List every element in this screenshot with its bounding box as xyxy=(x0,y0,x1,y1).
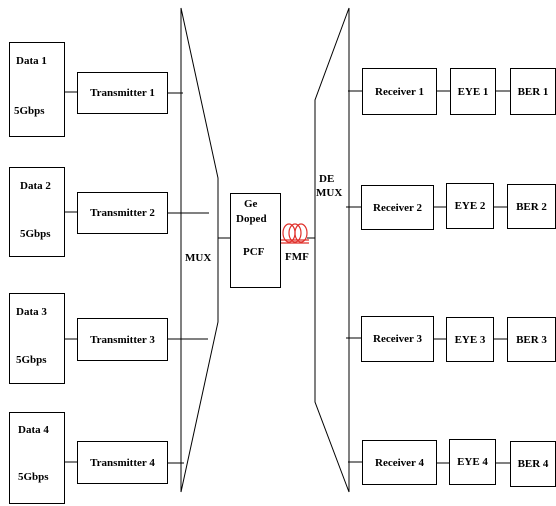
ber-analyzer-3: BER 3 xyxy=(507,317,556,362)
data-source-4: Data 4 5Gbps xyxy=(9,412,65,504)
demux-shape xyxy=(314,7,350,493)
data-source-3: Data 3 5Gbps xyxy=(9,293,65,384)
pcf-block: Ge Doped PCF xyxy=(230,193,281,288)
pcf-label-line1: Ge xyxy=(244,198,258,210)
ber-analyzer-2: BER 2 xyxy=(507,184,556,229)
ber-analyzer-1: BER 1 xyxy=(510,68,556,115)
transmitter-2: Transmitter 2 xyxy=(77,192,168,234)
demux-label-line2: MUX xyxy=(316,187,343,199)
eye-diagram-1: EYE 1 xyxy=(450,68,496,115)
eye-diagram-3: EYE 3 xyxy=(446,317,494,362)
eye-diagram-2: EYE 2 xyxy=(446,183,494,229)
fiber-label: FMF xyxy=(285,251,309,263)
data-source-name: Data 3 xyxy=(16,306,47,318)
data-source-rate: 5Gbps xyxy=(16,354,47,366)
data-source-rate: 5Gbps xyxy=(14,105,45,117)
data-source-rate: 5Gbps xyxy=(20,228,51,240)
data-source-name: Data 1 xyxy=(16,55,47,67)
data-source-name: Data 4 xyxy=(18,424,49,436)
mux-shape xyxy=(180,7,219,493)
fiber-coil-icon xyxy=(281,223,309,244)
receiver-1: Receiver 1 xyxy=(362,68,437,115)
transmitter-4: Transmitter 4 xyxy=(77,441,168,484)
data-source-1: Data 1 5Gbps xyxy=(9,42,65,137)
mux-label: MUX xyxy=(185,252,212,264)
transmitter-3: Transmitter 3 xyxy=(77,318,168,361)
demux-label-line1: DE xyxy=(319,173,335,185)
data-source-2: Data 2 5Gbps xyxy=(9,167,65,257)
ber-analyzer-4: BER 4 xyxy=(510,441,556,487)
eye-diagram-4: EYE 4 xyxy=(449,439,496,485)
receiver-3: Receiver 3 xyxy=(361,316,434,362)
pcf-label-line2: Doped xyxy=(236,213,267,225)
data-source-rate: 5Gbps xyxy=(18,471,49,483)
data-source-name: Data 2 xyxy=(20,180,51,192)
transmitter-1: Transmitter 1 xyxy=(77,72,168,114)
receiver-4: Receiver 4 xyxy=(362,440,437,485)
receiver-2: Receiver 2 xyxy=(361,185,434,230)
pcf-label-line3: PCF xyxy=(243,246,265,258)
